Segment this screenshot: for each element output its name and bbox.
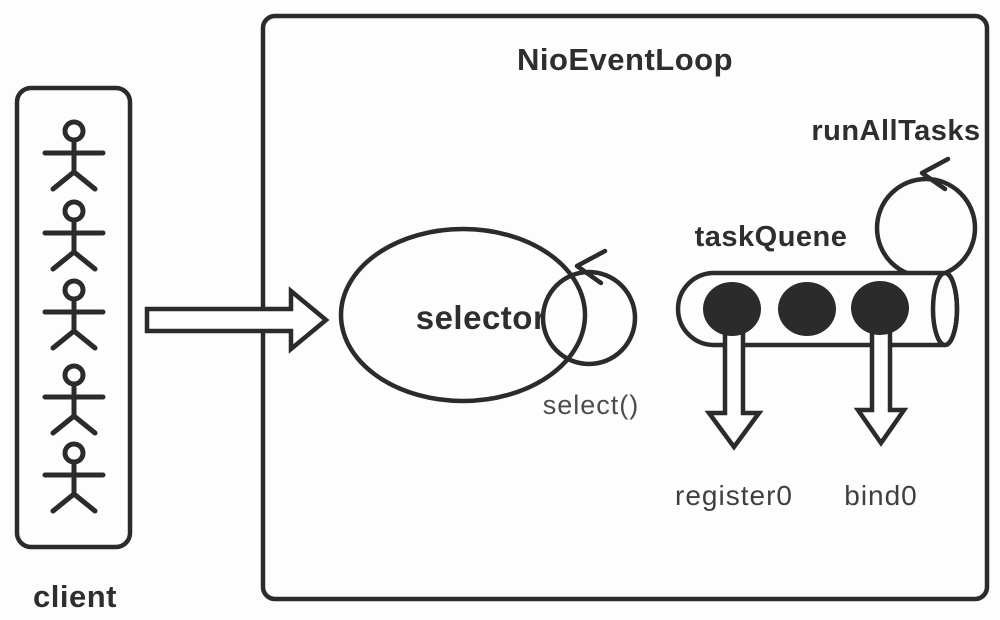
task-dot [778, 282, 836, 336]
client-figure-icon [45, 281, 103, 348]
client-figure-icon [45, 366, 103, 433]
selector-ellipse [338, 226, 588, 404]
run-all-tasks-label: runAllTasks [811, 115, 981, 147]
select-loop-arrowhead-icon [574, 248, 608, 286]
client-label: client [33, 579, 117, 614]
selector-label: selector [415, 299, 547, 336]
client-to-selector-arrow-icon [144, 286, 330, 354]
client-figure-icon [45, 122, 103, 189]
select-call-label: select() [542, 390, 640, 420]
task-queue-label: taskQuene [694, 221, 848, 253]
run-all-tasks-arrowhead-icon [919, 156, 951, 192]
select-loop-icon [540, 269, 638, 367]
task-queue-cap [930, 270, 960, 348]
client-box [14, 85, 133, 550]
task-dot [703, 282, 761, 336]
run-all-tasks-loop-icon [874, 176, 978, 280]
client-figure-icon [45, 202, 103, 269]
bind-arrow-label: bind0 [844, 480, 918, 511]
register-arrow-label: register0 [675, 480, 793, 511]
client-figure-icon [45, 444, 103, 511]
task-dot [851, 281, 909, 335]
event-loop-title: NioEventLoop [516, 42, 734, 77]
